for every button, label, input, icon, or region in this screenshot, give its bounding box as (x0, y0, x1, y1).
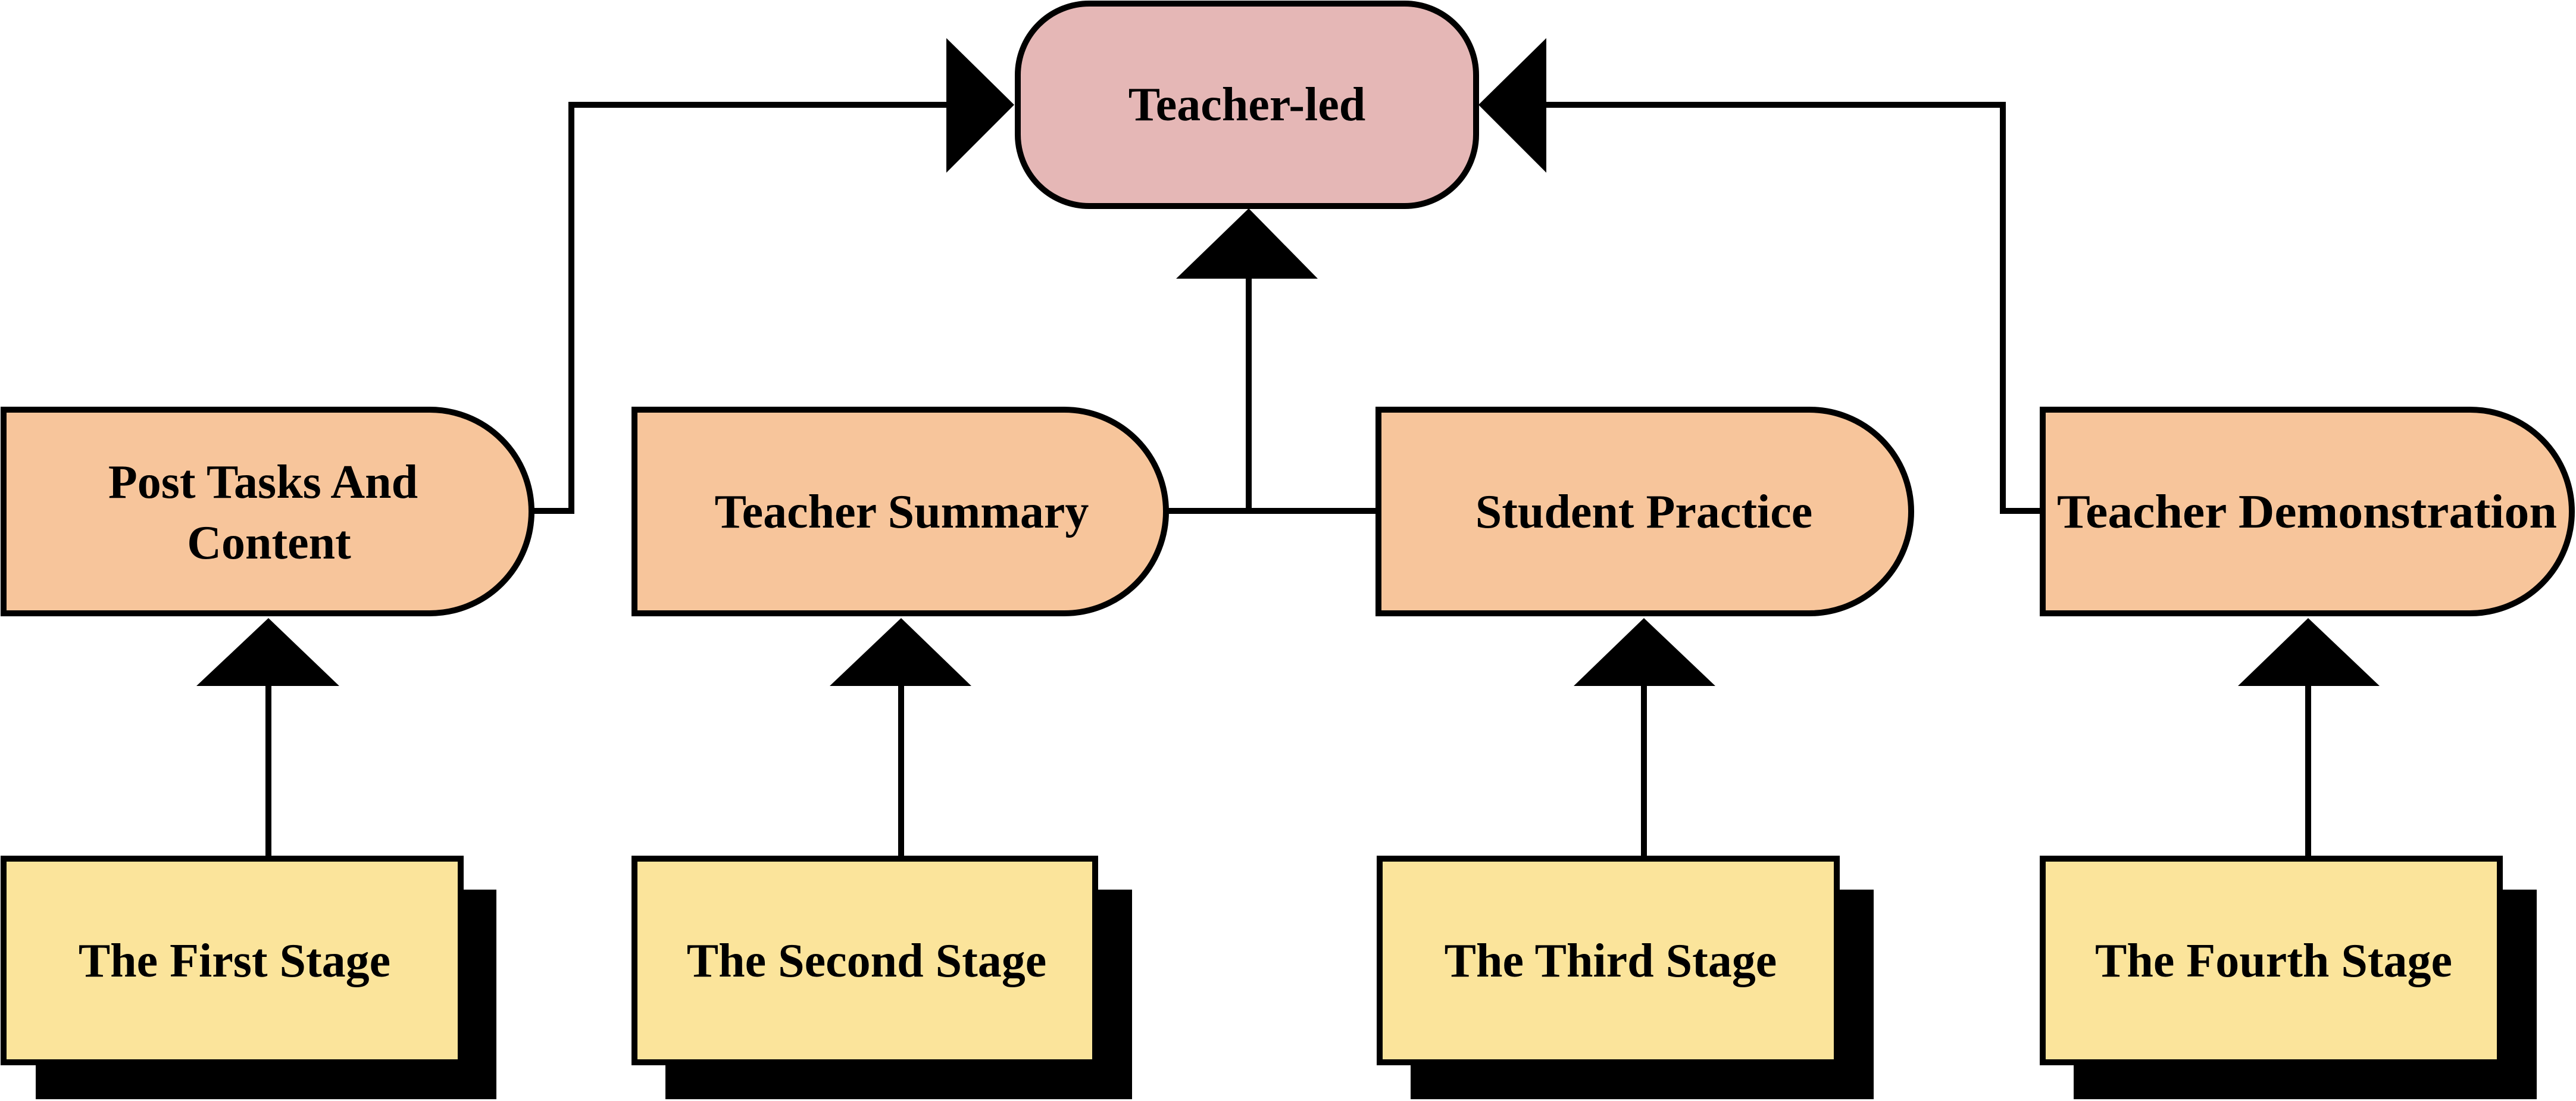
connector-post-tasks-to-root (531, 102, 946, 514)
activity-label-line: Content (187, 517, 351, 569)
root-node-label: Teacher-led (1128, 79, 1365, 131)
stage-node-second[interactable]: The Second Stage (632, 856, 1132, 1099)
activity-label-line: Post Tasks And (108, 456, 418, 509)
stage-node-label: The Second Stage (687, 935, 1047, 987)
connector-demonstration-to-root (1545, 102, 2040, 514)
activity-node-label: Student Practice (1475, 486, 1813, 538)
stage-node-shape (1377, 856, 1840, 1065)
stage-node-label: The Fourth Stage (2095, 935, 2452, 987)
connectors (265, 102, 2311, 859)
activity-node-shape (1, 407, 534, 616)
activity-node-label: Post Tasks And Content (108, 456, 430, 569)
activity-node-label: Teacher Demonstration (2057, 486, 2557, 538)
root-node-shape (1015, 1, 1479, 209)
activity-nodes: Post Tasks And Content Teacher Summary S… (1, 407, 2575, 616)
activity-node-shape (632, 407, 1169, 616)
arrowhead-into-activity-4 (2238, 618, 2380, 686)
arrowhead-left-into-root (946, 38, 1014, 173)
activity-node-shape (1375, 407, 1914, 616)
stage-node-label: The First Stage (79, 935, 390, 987)
stage-node-shape (1, 856, 464, 1065)
activity-node-student-practice[interactable]: Student Practice (1375, 407, 1914, 616)
arrowhead-right-into-root (1478, 38, 1546, 173)
arrowhead-into-activity-1 (196, 618, 339, 686)
stage-node-label: The Third Stage (1445, 935, 1777, 987)
arrowheads (196, 38, 2380, 686)
arrowhead-bottom-into-root (1176, 208, 1318, 279)
activity-node-label: Teacher Summary (715, 486, 1089, 538)
activity-node-post-tasks[interactable]: Post Tasks And Content (1, 407, 534, 616)
stage-nodes: The First Stage The Second Stage The Thi… (1, 856, 2537, 1099)
stage-node-third[interactable]: The Third Stage (1377, 856, 1874, 1099)
stage-node-shape (632, 856, 1098, 1065)
stage-node-fourth[interactable]: The Fourth Stage (2040, 856, 2537, 1099)
arrowhead-into-activity-3 (1574, 618, 1715, 686)
activity-node-shape (2040, 407, 2575, 616)
activity-node-teacher-summary[interactable]: Teacher Summary (632, 407, 1169, 616)
activity-node-teacher-demonstration[interactable]: Teacher Demonstration (2040, 407, 2575, 616)
root-node[interactable]: Teacher-led (1015, 1, 1479, 209)
stage-node-first[interactable]: The First Stage (1, 856, 496, 1099)
stage-node-shape (2040, 856, 2503, 1065)
arrowhead-into-activity-2 (830, 618, 971, 686)
